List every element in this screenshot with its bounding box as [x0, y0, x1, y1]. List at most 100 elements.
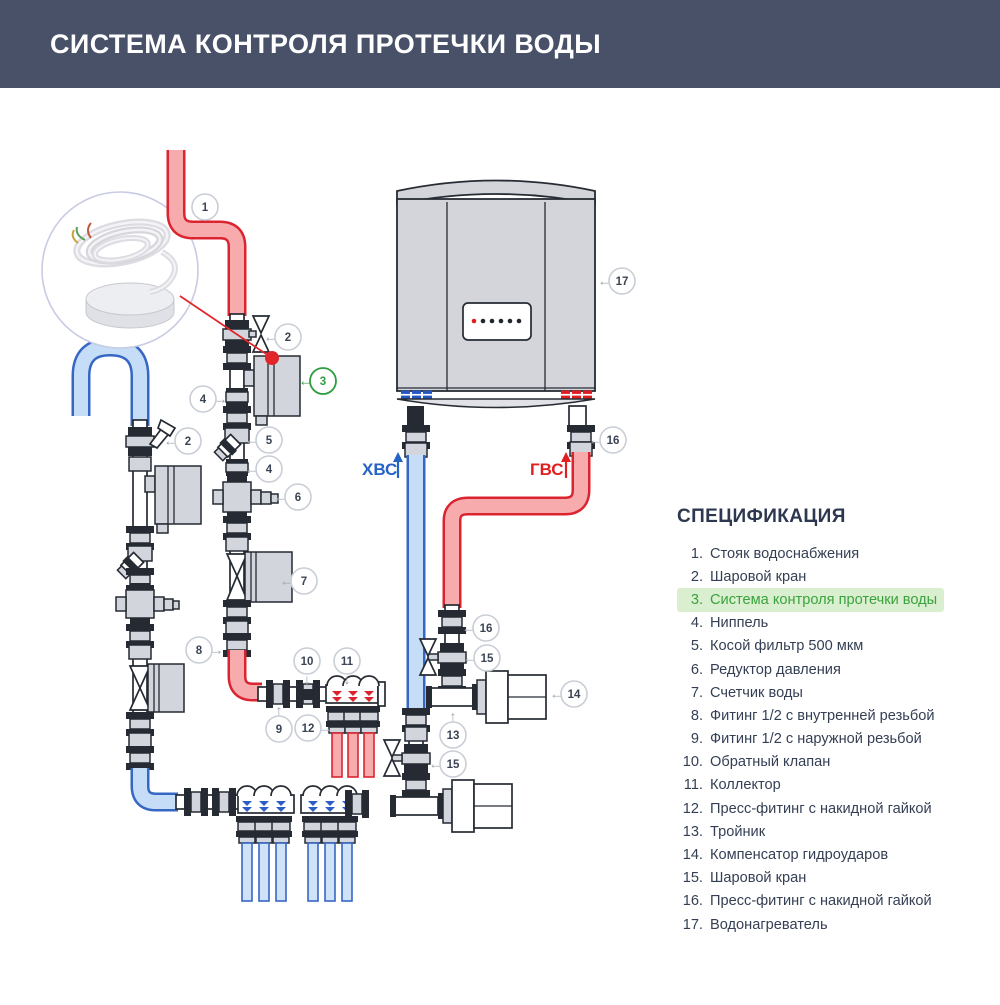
callout-number: 10 [301, 656, 314, 668]
callout-arrow-left: ← [274, 489, 288, 505]
callout-number: 2 [285, 332, 291, 344]
spec-item-number: 3. [690, 591, 703, 608]
callout-circle [191, 193, 219, 221]
callout-circle [174, 427, 202, 455]
callout-number: 2 [185, 436, 191, 448]
spec-title: СПЕЦИФИКАЦИЯ [677, 506, 846, 527]
spec-item-label: Обратный клапан [710, 754, 831, 771]
callout-9: ↑9 [265, 702, 293, 743]
spec-item-number: 4. [690, 615, 703, 632]
callout-number: 9 [276, 724, 282, 736]
spec-item-17: 17. Водонагреватель [677, 913, 828, 936]
tee-hot [426, 686, 475, 708]
header: СИСТЕМА КОНТРОЛЯ ПРОТЕЧКИ ВОДЫ [0, 0, 1000, 88]
cold-label: ХВС [362, 460, 397, 479]
callout-15: ← 15 [463, 644, 501, 672]
spec-item-number: 1. [690, 545, 703, 562]
callout-arrow-left: ← [462, 620, 476, 636]
callout-circle [189, 385, 217, 413]
callout-3: ←3 [299, 367, 337, 395]
callout-circle [255, 426, 283, 454]
spec-item-label: Пресс-фитинг с накидной гайкой [710, 893, 932, 910]
spec-item-label: Редуктор давления [710, 661, 841, 678]
pipe-labels: ХВС ГВС [362, 452, 571, 479]
callout-6: ←6 [274, 483, 312, 511]
callout-arrow-left: ← [429, 756, 443, 772]
callout-number: 13 [447, 730, 460, 742]
spec-item-label: Стояк водоснабжения [710, 545, 860, 562]
callout-number: 15 [481, 653, 494, 665]
cold-chain [115, 418, 202, 773]
callout-circle [293, 647, 321, 675]
callout-8: →8 [185, 636, 224, 664]
callout-2: ←2 [264, 323, 302, 351]
pressure-reducer [212, 476, 279, 518]
callout-arrow-left: ← [463, 650, 477, 666]
water-meter [225, 551, 293, 603]
callout-11: ↓ 11 [333, 647, 361, 687]
callout-4: ←4 [245, 455, 283, 483]
spec-item-11: 11.Коллектор [677, 774, 781, 797]
spec-item-label: Тройник [710, 823, 766, 840]
heater-hot-marks [561, 390, 592, 399]
callout-16: ←16 [462, 614, 500, 642]
callout-circle [473, 644, 501, 672]
callout-circle [274, 323, 302, 351]
hot-chain [212, 313, 301, 661]
nipple [225, 388, 249, 406]
callout-number: 4 [200, 394, 207, 406]
cold-collectors [235, 785, 370, 902]
callout-arrow-left: ← [280, 573, 294, 589]
spec-item-label: Система контроля протечки воды [710, 591, 938, 608]
spec-item-8: 8.Фитинг 1/2 с внутренней резьбой [677, 704, 935, 727]
spec-item-number: 14. [682, 847, 703, 864]
callout-arrow-up: ↑ [276, 702, 283, 718]
spec-item-number: 10. [682, 754, 703, 771]
spec-item-number: 2. [690, 568, 703, 585]
callout-arrow-left: ← [598, 273, 612, 289]
callout-17: ← 17 [598, 267, 636, 295]
spec-item-label: Водонагреватель [710, 916, 828, 933]
callout-circle [185, 636, 213, 664]
callout-number: 1 [202, 202, 209, 214]
spec-item-number: 17. [682, 916, 703, 933]
page-title: СИСТЕМА КОНТРОЛЯ ПРОТЕЧКИ ВОДЫ [50, 28, 602, 59]
callout-arrow-up: ↑ [450, 708, 457, 724]
specification-panel: СПЕЦИФИКАЦИЯ 1. Стояк водоснабжения 2.Шаро… [677, 506, 977, 936]
callout-number: 17 [616, 276, 629, 288]
spec-item-13: 13.Тройник [677, 820, 765, 843]
spec-item-number: 11. [683, 777, 703, 794]
callout-circle [284, 483, 312, 511]
heater-cold-marks [401, 390, 432, 399]
callout-arrow-left: ← [245, 432, 259, 448]
spec-item-7: 7.Счетчик воды [677, 681, 803, 704]
sensor-pointer [179, 295, 279, 365]
callout-number: 11 [341, 656, 354, 668]
spec-item-2: 2.Шаровой кран [677, 565, 807, 588]
spec-item-5: 5.Косой фильтр 500 мкм [677, 635, 863, 658]
callout-number: 12 [302, 723, 315, 735]
spec-item-4: 4. Ниппель [677, 612, 768, 635]
callout-arrow-down: ↓ [344, 671, 351, 687]
spec-item-label: Косой фильтр 500 мкм [710, 638, 864, 655]
callout-13: ↑ 13 [439, 708, 467, 749]
callout-circle [294, 714, 322, 742]
callout-arrow-left: ← [264, 329, 278, 345]
callout-number: 7 [301, 576, 307, 588]
callout-arrow-left: ← [164, 433, 178, 449]
spec-item-label: Фитинг 1/2 с наружной резьбой [710, 731, 922, 748]
callout-2: ←2 [164, 427, 202, 455]
spec-item-number: 6. [690, 661, 703, 678]
ball-valve-cold [125, 418, 177, 456]
callout-arrow-right: → [319, 720, 333, 736]
callout-7: ←7 [280, 567, 318, 595]
spec-item-label: Счетчик воды [710, 684, 803, 701]
spec-item-label: Ниппель [710, 615, 769, 632]
callout-circle [290, 567, 318, 595]
hot-riser-pipe [166, 150, 247, 316]
callout-number: 14 [568, 689, 581, 701]
spec-item-number: 12. [682, 800, 703, 817]
spec-item-1: 1. Стояк водоснабжения [677, 542, 859, 565]
